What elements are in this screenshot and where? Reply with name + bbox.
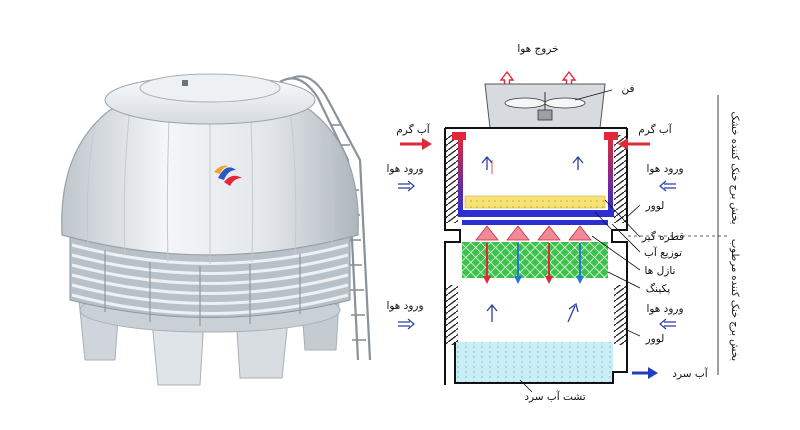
- louver-bottom-label: لوور: [645, 333, 665, 345]
- louver-bottom-left: [446, 285, 458, 345]
- louver-top-label: لوور: [645, 200, 665, 212]
- air-in-bottom-left-label: ورود هوا: [386, 300, 423, 312]
- air-flow-arrows-lower: [486, 302, 579, 323]
- packing-label: پکینگ: [646, 282, 671, 295]
- air-in-top-left-label: ورود هوا: [386, 163, 423, 175]
- wet-section-label: بخش برج خنک کننده مرطوب: [729, 239, 740, 361]
- cooling-tower-schematic: خروج هوا فن: [386, 43, 740, 403]
- cold-water-basin-label: تشت آب سرد: [524, 390, 585, 403]
- brand-logo-icon: [214, 165, 242, 186]
- cold-water-arrow: [632, 367, 658, 379]
- louver-bottom-right: [614, 285, 626, 345]
- drift-eliminator-label: قطره گیر: [641, 230, 684, 243]
- air-flow-arrows-upper: [481, 155, 584, 174]
- air-in-top-right-label: ورود هوا: [646, 163, 683, 175]
- air-out-arrows: [499, 70, 577, 93]
- louver-top-right: [614, 135, 626, 223]
- cooling-tower-photo: [61, 73, 372, 386]
- air-in-bottom-right-label: ورود هوا: [646, 303, 683, 315]
- hot-water-coils: [452, 132, 618, 217]
- dry-section-label: بخش برج خنک کننده خشک: [729, 112, 740, 225]
- louver-top-left: [446, 135, 458, 223]
- hot-water-left-label: آب گرم: [396, 123, 431, 136]
- nozzles-label: نازل ها: [645, 265, 676, 277]
- water-drop-arrows: [483, 243, 584, 284]
- hot-water-in-left-arrow: [400, 138, 432, 150]
- fan-stack: [484, 83, 606, 129]
- cold-water-label: آب سرد: [672, 367, 708, 380]
- air-out-label: خروج هوا: [517, 43, 558, 55]
- water-distribution-label: توزیع آب: [644, 246, 682, 259]
- tower-casing: [444, 127, 628, 385]
- spray-nozzles: [475, 225, 592, 241]
- water-distribution-pipe: [462, 220, 608, 225]
- fan-label: فن: [621, 83, 634, 95]
- hot-water-in-right-arrow: [618, 138, 650, 150]
- cold-water-basin: [454, 342, 628, 384]
- tower-louver-band: [69, 234, 351, 326]
- air-in-arrows: [398, 180, 676, 330]
- hot-water-right-label: آب گرم: [638, 123, 673, 136]
